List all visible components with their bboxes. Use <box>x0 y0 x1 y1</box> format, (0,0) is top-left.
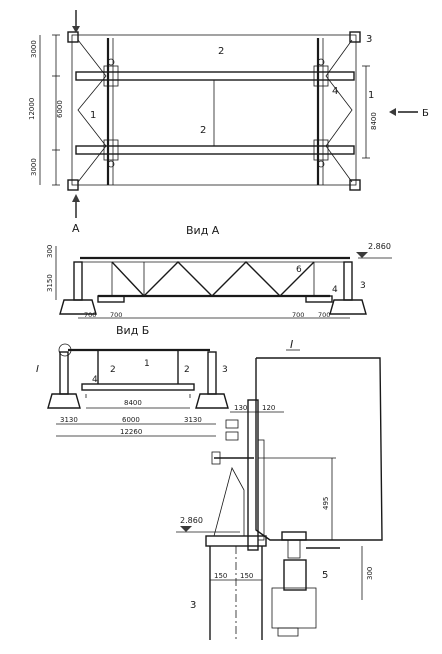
foundation-right <box>329 299 367 315</box>
view-a-dim-5: 700 <box>318 311 330 319</box>
plan-column <box>349 179 361 191</box>
detail-jack-body <box>283 559 307 591</box>
dim-plan-4: 8400 <box>370 112 378 130</box>
foundation-left <box>59 299 97 315</box>
view-a-column-right <box>343 261 353 301</box>
label-3: 3 <box>366 34 372 45</box>
view-b-label-4: 4 <box>92 375 98 385</box>
view-a-title: Вид А <box>186 224 220 237</box>
truss-web <box>111 261 315 298</box>
view-b-label-i: I <box>36 364 39 375</box>
view-a-column-left <box>73 261 83 301</box>
view-a-dim-4: 700 <box>292 311 304 319</box>
view-a-label-4: 4 <box>332 285 338 295</box>
view-a: Вид А 2.860 300 3150 700 700 700 700 6 <box>46 224 392 319</box>
detail-dim-1: 120 <box>262 404 275 412</box>
view-b-dim-3: 3130 <box>184 416 202 424</box>
label-1-right: 1 <box>368 90 374 101</box>
detail-label-5: 5 <box>322 570 328 581</box>
detail-gusset <box>213 466 245 537</box>
view-a-label-6: 6 <box>296 265 302 275</box>
view-b: Вид Б 8400 3130 6000 3130 12260 I 2 1 2 … <box>36 324 229 437</box>
beam-upper <box>75 71 355 81</box>
dim-plan-2: 3000 <box>30 158 38 176</box>
label-b: Б <box>422 108 429 119</box>
view-a-dim-3: 700 <box>110 311 122 319</box>
view-b-dim-4: 12260 <box>120 428 142 436</box>
view-b-dim-2: 6000 <box>122 416 140 424</box>
detail-level: 2.860 <box>180 516 203 525</box>
detail-i: I 2.860 130 120 <box>176 338 383 640</box>
view-a-dim-2: 700 <box>84 311 96 319</box>
bracing-left <box>77 39 107 183</box>
view-b-dim-1: 3130 <box>60 416 78 424</box>
detail-dim-5: 300 <box>366 567 374 580</box>
detail-title: I <box>290 338 293 351</box>
label-4: 4 <box>332 86 338 97</box>
plan-outline <box>71 34 357 186</box>
view-b-dim-0: 8400 <box>124 399 142 407</box>
detail-cap-plate <box>205 535 267 547</box>
detail-label-3: 3 <box>190 600 196 611</box>
view-a-dim-0: 300 <box>46 245 54 258</box>
plan-column <box>67 31 79 43</box>
label-2-mid: 2 <box>200 125 206 136</box>
bracing-right <box>325 39 353 183</box>
label-1-left: 1 <box>90 110 96 121</box>
view-b-label-3: 3 <box>222 365 228 375</box>
view-b-bottom-beam <box>81 383 195 391</box>
detail-dim-3: 150 <box>214 572 227 580</box>
beam-lower <box>75 145 355 155</box>
view-b-title: Вид Б <box>116 324 149 337</box>
detail-dim-4: 150 <box>240 572 253 580</box>
label-a: А <box>72 222 80 235</box>
dim-plan-0: 3000 <box>30 40 38 58</box>
detail-beam-plate <box>255 357 383 541</box>
plan-view: 3000 6000 3000 12000 8400 1 2 2 3 4 1 Б … <box>28 10 429 235</box>
plan-column <box>67 179 79 191</box>
dim-plan-3: 12000 <box>28 98 36 120</box>
view-b-label-1: 1 <box>144 359 150 369</box>
view-a-level: 2.860 <box>368 242 391 251</box>
view-b-label-2b: 2 <box>184 365 190 375</box>
detail-dim-2: 495 <box>322 497 330 510</box>
dim-plan-1: 6000 <box>56 100 64 118</box>
view-a-dim-1: 3150 <box>46 274 54 292</box>
plan-column <box>349 31 361 43</box>
view-a-label-3: 3 <box>360 281 366 291</box>
detail-jack-top <box>281 531 307 541</box>
label-2-top: 2 <box>218 46 224 57</box>
view-b-label-2a: 2 <box>110 365 116 375</box>
detail-dim-0: 130 <box>234 404 247 412</box>
